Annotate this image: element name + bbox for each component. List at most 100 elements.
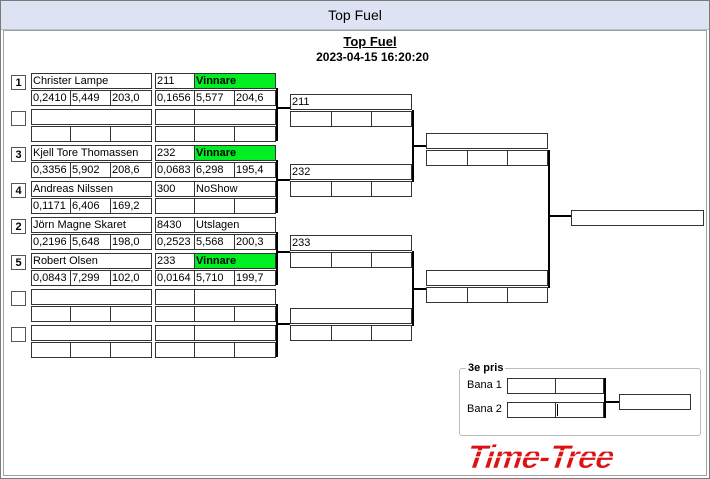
round2-slot[interactable]: 233 xyxy=(290,235,412,251)
seed-number: 5 xyxy=(11,255,26,270)
speed-2: 204,6 xyxy=(234,90,276,106)
elapsed-time: 5,902 xyxy=(70,162,111,178)
driver-name[interactable]: Christer Lampe xyxy=(31,73,152,89)
result-status: Utslagen xyxy=(194,217,276,233)
lane1-b[interactable] xyxy=(555,378,604,394)
lane2-b[interactable] xyxy=(555,402,604,418)
round2-slot[interactable] xyxy=(290,308,412,324)
elapsed-time: 5,449 xyxy=(70,90,111,106)
reaction-time: 0,1171 xyxy=(31,198,71,214)
time-tree-logo: Time-Tree xyxy=(456,438,701,473)
elapsed-time-2: 5,577 xyxy=(194,90,235,106)
reaction-time xyxy=(31,306,71,322)
round2-stat xyxy=(371,181,412,197)
driver-name[interactable]: Andreas Nilssen xyxy=(31,181,152,197)
seed-number xyxy=(11,111,26,126)
reaction-time: 0,0843 xyxy=(31,270,71,286)
car-number[interactable] xyxy=(155,109,195,125)
driver-name[interactable] xyxy=(31,325,152,341)
reaction-time-2 xyxy=(155,198,195,214)
elapsed-time-2 xyxy=(194,342,235,358)
speed-2 xyxy=(234,198,276,214)
car-number[interactable]: 300 xyxy=(155,181,195,197)
reaction-time-2 xyxy=(155,306,195,322)
result-status xyxy=(194,289,276,305)
seed-number xyxy=(11,291,26,306)
final-winner-slot[interactable] xyxy=(571,210,704,226)
semifinal-slot[interactable] xyxy=(426,133,548,149)
connector xyxy=(412,287,426,290)
elapsed-time-2 xyxy=(194,198,235,214)
reaction-time: 0,2196 xyxy=(31,234,71,250)
logo-text: Time-Tree xyxy=(461,439,619,473)
speed xyxy=(110,126,152,142)
elapsed-time: 6,406 xyxy=(70,198,111,214)
seed-number xyxy=(11,327,26,342)
elapsed-time-2 xyxy=(194,306,235,322)
connector xyxy=(276,251,290,253)
round2-slot[interactable]: 211 xyxy=(290,94,412,110)
driver-name[interactable] xyxy=(31,109,152,125)
speed-2 xyxy=(234,306,276,322)
car-number[interactable]: 8430 xyxy=(155,217,195,233)
elapsed-time-2 xyxy=(194,126,235,142)
connector xyxy=(604,378,606,418)
speed-2: 200,3 xyxy=(234,234,276,250)
page-title: Top Fuel xyxy=(343,34,397,49)
round2-stat xyxy=(331,325,372,341)
connector xyxy=(604,401,619,403)
reaction-time xyxy=(31,342,71,358)
speed-2 xyxy=(234,342,276,358)
speed: 198,0 xyxy=(110,234,152,250)
reaction-time-2: 0,0683 xyxy=(155,162,195,178)
elapsed-time: 5,648 xyxy=(70,234,111,250)
car-number[interactable]: 232 xyxy=(155,145,195,161)
lane1-label: Bana 1 xyxy=(467,379,502,391)
elapsed-time xyxy=(70,306,111,322)
connector xyxy=(276,323,290,325)
seed-number: 2 xyxy=(11,219,26,234)
car-number[interactable] xyxy=(155,289,195,305)
connector xyxy=(276,88,278,141)
semifinal-stat xyxy=(467,287,508,303)
elapsed-time-2: 5,710 xyxy=(194,270,235,286)
speed: 102,0 xyxy=(110,270,152,286)
car-number[interactable]: 211 xyxy=(155,73,195,89)
lane2-a[interactable] xyxy=(507,402,556,418)
driver-name[interactable]: Kjell Tore Thomassen xyxy=(31,145,152,161)
semifinal-slot[interactable] xyxy=(426,270,548,286)
round2-slot[interactable]: 232 xyxy=(290,164,412,180)
round2-stat xyxy=(290,252,332,268)
lane1-a[interactable] xyxy=(507,378,556,394)
round2-stat xyxy=(290,325,332,341)
car-number[interactable] xyxy=(155,325,195,341)
reaction-time-2: 0,0164 xyxy=(155,270,195,286)
elapsed-time: 7,299 xyxy=(70,270,111,286)
reaction-time xyxy=(31,126,71,142)
round2-stat xyxy=(331,181,372,197)
reaction-time-2 xyxy=(155,342,195,358)
elapsed-time xyxy=(70,342,111,358)
semifinal-stat xyxy=(507,150,548,166)
speed-2 xyxy=(234,126,276,142)
car-number[interactable]: 233 xyxy=(155,253,195,269)
result-status: Vinnare xyxy=(194,145,276,161)
driver-name[interactable]: Jörn Magne Skaret xyxy=(31,217,152,233)
connector xyxy=(412,145,426,147)
elapsed-time-2: 6,298 xyxy=(194,162,235,178)
driver-name[interactable] xyxy=(31,289,152,305)
result-status: NoShow xyxy=(194,181,276,197)
seed-number: 1 xyxy=(11,75,26,90)
speed xyxy=(110,342,152,358)
speed: 208,6 xyxy=(110,162,152,178)
third-place-winner[interactable] xyxy=(619,394,691,410)
round2-stat xyxy=(331,252,372,268)
driver-name[interactable]: Robert Olsen xyxy=(31,253,152,269)
reaction-time: 0,2410 xyxy=(31,90,71,106)
result-status xyxy=(194,109,276,125)
result-status: Vinnare xyxy=(194,73,276,89)
round2-stat xyxy=(331,111,372,127)
speed: 203,0 xyxy=(110,90,152,106)
round2-stat xyxy=(371,325,412,341)
connector xyxy=(548,150,550,288)
